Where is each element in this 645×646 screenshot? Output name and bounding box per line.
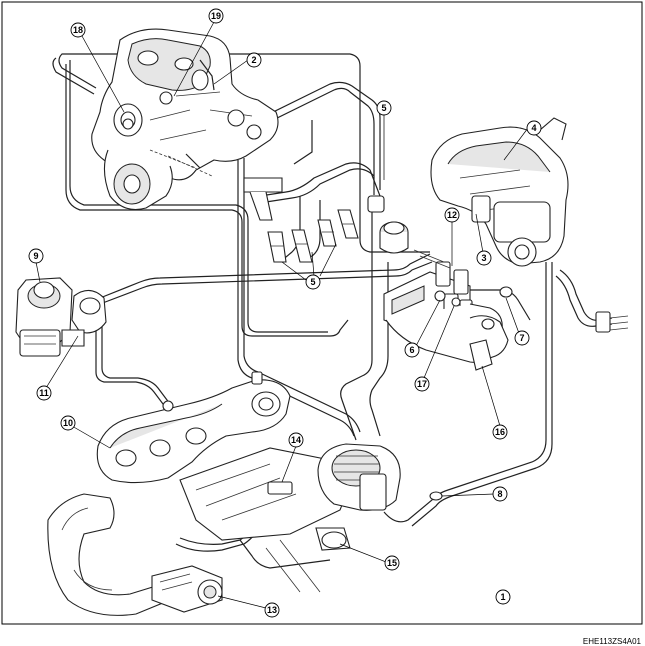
turbocharger-assembly	[91, 28, 279, 211]
hose-fitting-8	[429, 491, 443, 501]
callout-8: 8	[441, 486, 508, 502]
throttle-body-assembly	[179, 443, 401, 593]
svg-text:15: 15	[387, 558, 397, 568]
solenoid-18-body	[159, 91, 173, 105]
callout-16: 16	[481, 365, 508, 440]
figure-code: EHE113ZS4A01	[582, 637, 641, 646]
svg-text:18: 18	[73, 25, 83, 35]
callout-9: 9	[28, 248, 44, 283]
svg-text:6: 6	[409, 345, 414, 355]
svg-text:11: 11	[39, 388, 49, 398]
callout-18: 18	[70, 22, 125, 113]
diagram-frame	[1, 1, 643, 625]
callout-3: 3	[475, 213, 492, 266]
callout-10: 10	[60, 415, 111, 449]
solenoid-valve-11	[61, 289, 107, 347]
ignition-coils	[243, 120, 385, 263]
solenoid-valve-9	[15, 277, 73, 357]
callout-12: 12	[444, 207, 460, 266]
component-14-valve	[267, 481, 293, 495]
svg-text:8: 8	[497, 489, 502, 499]
callout-14: 14	[281, 432, 304, 483]
callout-5-top: 5	[376, 100, 392, 180]
component-16-clip	[469, 339, 493, 371]
lower-manifold-bracket	[385, 303, 509, 371]
svg-text:12: 12	[447, 210, 457, 220]
callout-6: 6	[404, 299, 441, 358]
callout-2: 2	[213, 52, 262, 85]
reservoir-cap	[379, 221, 409, 254]
svg-text:3: 3	[481, 253, 486, 263]
callout-1: 1	[495, 589, 511, 605]
callout-7: 7	[505, 297, 530, 346]
svg-text:9: 9	[33, 251, 38, 261]
callout-17: 17	[414, 305, 455, 392]
vacuum-hoses	[52, 53, 613, 569]
svg-text:7: 7	[519, 333, 524, 343]
svg-text:14: 14	[291, 435, 301, 445]
svg-text:1: 1	[500, 592, 505, 602]
intake-pipe	[47, 493, 171, 616]
callout-13: 13	[217, 595, 280, 618]
svg-text:17: 17	[417, 379, 427, 389]
exhaust-manifold	[96, 371, 291, 484]
svg-text:10: 10	[63, 418, 73, 428]
callouts: 1 2 3 4 5 5	[28, 8, 542, 618]
svg-text:4: 4	[531, 123, 536, 133]
svg-text:13: 13	[267, 605, 277, 615]
intake-manifold	[430, 117, 569, 267]
svg-text:16: 16	[495, 427, 505, 437]
component-3-bracket	[471, 195, 491, 223]
svg-text:5: 5	[381, 103, 386, 113]
callout-19: 19	[173, 8, 224, 97]
callout-5-lower: 5	[281, 243, 337, 290]
callout-15: 15	[339, 543, 400, 571]
solenoid-valve-13	[151, 565, 223, 613]
callout-4: 4	[503, 120, 542, 161]
svg-text:2: 2	[251, 55, 256, 65]
right-side-connector	[595, 311, 629, 333]
svg-text:5: 5	[310, 277, 315, 287]
hose-fitting-7	[499, 286, 513, 298]
svg-text:19: 19	[211, 11, 221, 21]
callout-11: 11	[36, 335, 79, 401]
